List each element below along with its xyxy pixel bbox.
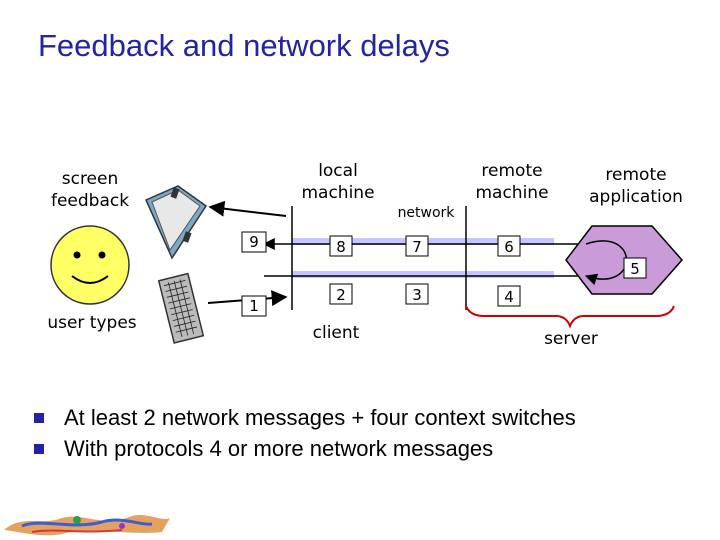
label-remote-application-line2: application bbox=[589, 187, 683, 207]
bullet-item: At least 2 network messages + four conte… bbox=[34, 402, 576, 433]
step-marker-2: 2 bbox=[329, 283, 353, 305]
label-local-machine-line1: local bbox=[318, 161, 358, 181]
label-screen-feedback-line1: screen bbox=[61, 169, 119, 189]
label-remote-machine-line2: machine bbox=[475, 183, 549, 203]
step-number-3: 3 bbox=[412, 286, 422, 304]
step-marker-3: 3 bbox=[405, 283, 429, 305]
step-number-1: 1 bbox=[249, 297, 259, 315]
bullet-list: At least 2 network messages + four conte… bbox=[34, 402, 576, 464]
step-marker-6: 6 bbox=[497, 235, 521, 257]
step-number-8: 8 bbox=[336, 238, 346, 256]
label-local-machine-line2: machine bbox=[301, 183, 375, 203]
label-client: client bbox=[312, 323, 360, 343]
monitor-icon bbox=[145, 185, 208, 260]
arrow-to-screen bbox=[208, 200, 287, 217]
label-server: server bbox=[544, 329, 598, 349]
bullet-text: At least 2 network messages + four conte… bbox=[64, 404, 576, 430]
bullet-square-icon bbox=[34, 443, 44, 454]
bullet-text: With protocols 4 or more network message… bbox=[64, 435, 494, 461]
step-marker-9: 9 bbox=[241, 231, 267, 253]
step-number-9: 9 bbox=[249, 233, 259, 251]
step-marker-8: 8 bbox=[329, 235, 353, 257]
label-remote-application: remote application bbox=[576, 164, 696, 208]
bullet-item: With protocols 4 or more network message… bbox=[34, 433, 576, 464]
label-screen-feedback: screen feedback bbox=[40, 168, 140, 212]
step-number-5: 5 bbox=[630, 260, 640, 278]
slide-title: Feedback and network delays bbox=[38, 28, 450, 63]
step-number-7: 7 bbox=[412, 238, 422, 256]
label-local-machine: local machine bbox=[288, 160, 388, 204]
label-network: network bbox=[397, 205, 455, 221]
label-screen-feedback-line2: feedback bbox=[50, 191, 130, 211]
step-marker-5: 5 bbox=[623, 257, 647, 279]
server-brace-icon bbox=[465, 305, 675, 329]
step-marker-4: 4 bbox=[497, 285, 521, 307]
step-number-6: 6 bbox=[504, 238, 514, 256]
label-user-types: user types bbox=[47, 313, 137, 333]
step-marker-7: 7 bbox=[405, 235, 429, 257]
label-remote-machine-line1: remote bbox=[481, 161, 543, 181]
logo-icon bbox=[4, 515, 170, 536]
step-number-4: 4 bbox=[504, 288, 514, 306]
smiley-face-icon bbox=[50, 225, 130, 305]
step-number-2: 2 bbox=[336, 286, 346, 304]
bullet-square-icon bbox=[34, 412, 44, 423]
bottom-track bbox=[292, 271, 554, 278]
label-remote-machine: remote machine bbox=[460, 160, 564, 204]
step-marker-1: 1 bbox=[241, 295, 267, 317]
keyboard-icon bbox=[157, 272, 205, 344]
label-remote-application-line1: remote bbox=[605, 165, 667, 185]
